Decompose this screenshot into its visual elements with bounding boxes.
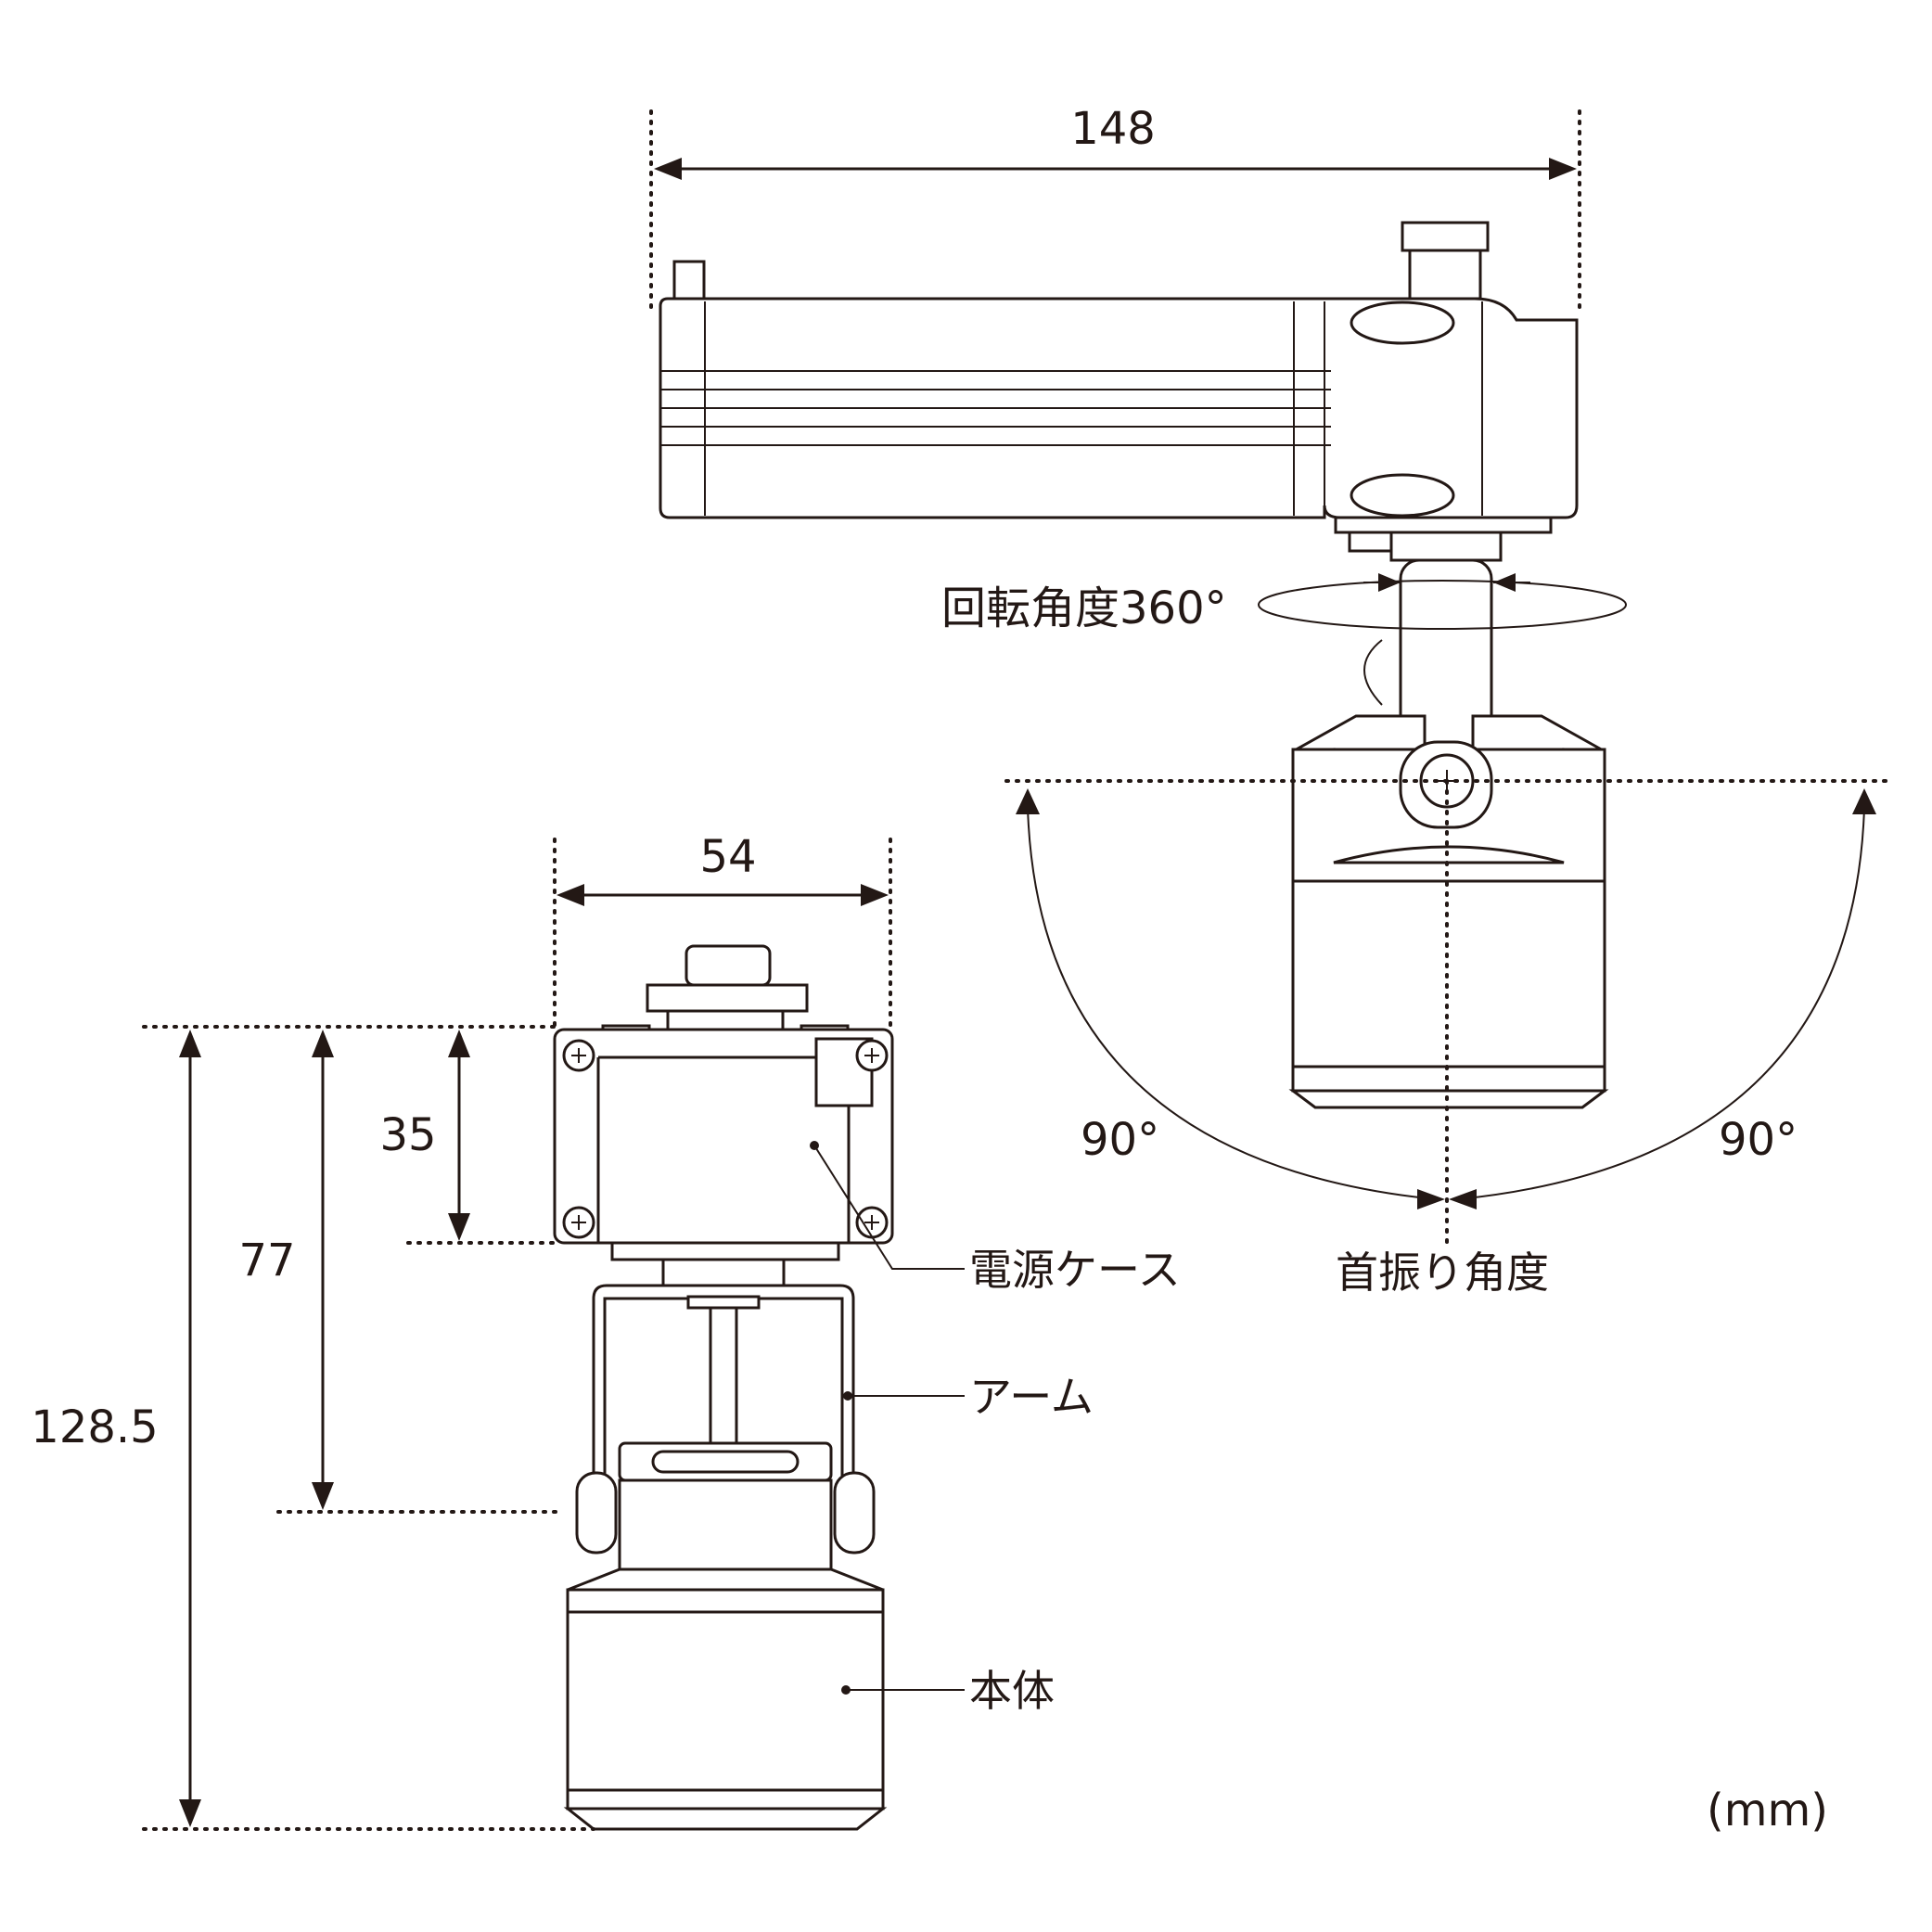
track-adapter-housing	[659, 221, 1579, 553]
front-lamp-body	[563, 1441, 888, 1831]
tilt-indicator: 90° 90° 首振り角度	[1004, 779, 1894, 1298]
dimension-148: 148	[649, 103, 1581, 317]
vertical-dimensions: 35 77 128.5	[31, 1025, 595, 1831]
unit-label: (mm)	[1707, 1785, 1828, 1836]
dimension-35-label: 35	[379, 1109, 436, 1161]
body-callout: 本体	[969, 1666, 1055, 1716]
dimension-77-label: 77	[238, 1235, 295, 1286]
tilt-angle-label: 首振り角度	[1336, 1247, 1549, 1298]
power-case-callout: 電源ケース	[969, 1245, 1181, 1295]
side-arm	[1363, 531, 1503, 766]
rotation-indicator: 回転角度360°	[941, 573, 1627, 634]
dimension-54: 54	[553, 831, 892, 1031]
dimension-148-label: 148	[1070, 103, 1156, 155]
power-case	[553, 1028, 894, 1287]
front-view: 54 35 77 128.5 電源ケース	[31, 831, 1181, 1831]
dimension-128-5-label: 128.5	[31, 1401, 158, 1453]
rotation-angle-label: 回転角度360°	[941, 582, 1227, 634]
tilt-right-angle: 90°	[1719, 1114, 1798, 1166]
tilt-left-angle: 90°	[1081, 1114, 1159, 1166]
dimension-54-label: 54	[699, 831, 756, 883]
part-callouts: 電源ケース アーム 本体	[810, 1141, 1181, 1716]
arm-callout: アーム	[969, 1372, 1094, 1422]
side-view: 回転角度360° 90° 90° 首振り角度	[649, 103, 1894, 1298]
side-lamp-body	[1288, 714, 1609, 1109]
